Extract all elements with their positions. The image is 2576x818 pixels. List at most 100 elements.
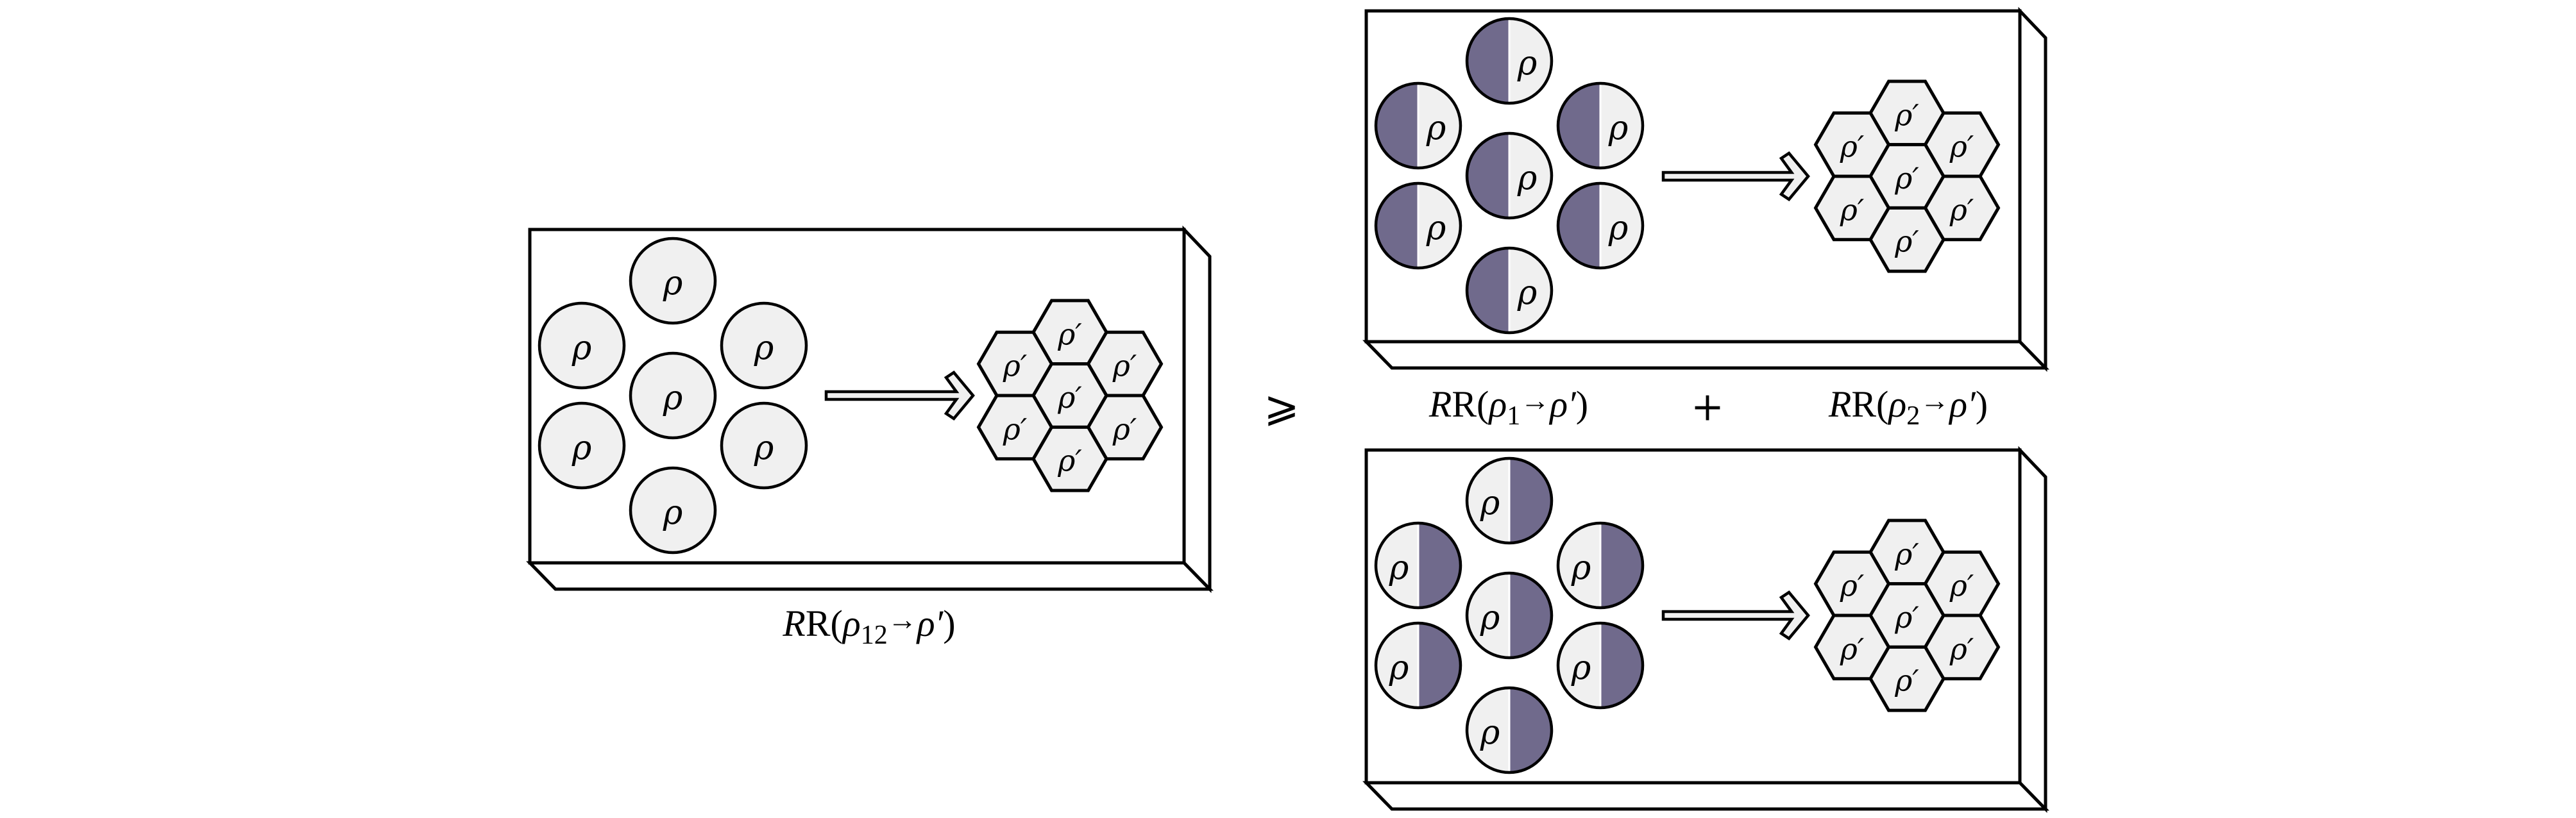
label-joint-subscript: 12	[861, 621, 888, 650]
particle-outline	[629, 237, 717, 325]
shaded-half-right	[1509, 573, 1552, 658]
shaded-half-left	[1376, 183, 1418, 268]
rho-prime-symbol: ρ′	[1894, 161, 1919, 196]
rho-symbol: ρ	[572, 329, 592, 367]
hex-cell: ρ′	[1813, 111, 1891, 178]
shaded-half-right	[1418, 523, 1461, 608]
geq-operator: ⩾	[1264, 382, 1299, 431]
particle-outline	[629, 351, 717, 440]
rho-prime-symbol: ρ′	[1057, 444, 1082, 478]
rho-prime-symbol: ρ′	[1894, 537, 1919, 571]
label-m1-R: R	[1428, 383, 1452, 425]
marginal-2-output-hexagons: ρ′ρ′ρ′ρ′ρ′ρ′ρ′	[1813, 519, 2001, 712]
rho-symbol: ρ	[1571, 549, 1591, 587]
hex-shape	[1031, 425, 1108, 492]
rho-prime-symbol: ρ′	[1057, 317, 1082, 351]
shaded-half-left	[1467, 133, 1509, 218]
particle-lower-right: ρ	[720, 401, 808, 490]
rho-symbol: ρ	[754, 329, 774, 367]
particle-upper-left: ρ	[1374, 81, 1462, 170]
label-joint-close: )	[943, 603, 955, 644]
rho-prime-symbol: ρ′	[1894, 224, 1919, 259]
hex-cell: ρ′	[1868, 79, 1945, 147]
particle-fill	[539, 303, 624, 388]
label-joint-open: R(	[806, 603, 843, 644]
rho-prime-symbol: ρ′	[1057, 380, 1082, 415]
rho-symbol: ρ	[1517, 274, 1538, 312]
rho-symbol: ρ	[1426, 209, 1446, 247]
label-joint-rho: ρ	[842, 603, 861, 644]
particle-center: ρ	[629, 351, 717, 440]
particle-bottom: ρ	[1465, 686, 1554, 774]
particle-outline	[1556, 521, 1645, 610]
particle-lower-left: ρ	[1374, 621, 1462, 710]
marginal-1-conversion-arrow-icon	[1661, 151, 1810, 201]
marginal-2-conversion-arrow-icon	[1661, 590, 1810, 640]
rho-symbol: ρ	[663, 264, 683, 303]
particle-outline	[1556, 621, 1645, 710]
shaded-half-right	[1509, 458, 1552, 543]
rho-symbol: ρ	[1608, 209, 1629, 247]
label-marginal-1: RR(ρ1→ρ′)	[1428, 383, 1588, 431]
marginal-1-box-side-face	[2018, 6, 2047, 372]
joint-box-bottom-face	[526, 561, 1214, 591]
label-m2-rho: ρ	[1887, 383, 1906, 425]
label-m2-arrow: →	[1920, 384, 1949, 417]
rho-prime-symbol: ρ′	[1003, 349, 1028, 383]
label-joint: RR(ρ12→ρ′)	[782, 603, 955, 650]
hex-cell: ρ′	[1868, 206, 1945, 273]
shaded-half-left	[1467, 19, 1509, 103]
label-m2-close: )	[1976, 383, 1988, 425]
hex-cell: ρ′	[1031, 425, 1108, 492]
shaded-half-right	[1418, 623, 1461, 708]
label-m2-open: R(	[1851, 383, 1888, 425]
rho-symbol: ρ	[754, 429, 774, 467]
rho-symbol: ρ	[1389, 649, 1409, 687]
particle-center: ρ	[1465, 131, 1554, 220]
hex-shape	[1868, 206, 1945, 273]
marginal-1-box-bottom-face	[1362, 340, 2049, 370]
particle-outline	[1556, 181, 1645, 270]
hex-cell: ρ′	[976, 330, 1054, 397]
rho-prime-symbol: ρ′	[1949, 129, 1974, 164]
particle-top: ρ	[629, 237, 717, 325]
label-m1-rho: ρ	[1487, 383, 1507, 425]
particle-lower-right: ρ	[1556, 181, 1645, 270]
rho-prime-symbol: ρ′	[1949, 631, 1974, 666]
rho-symbol: ρ	[1517, 159, 1538, 197]
shaded-half-right	[1600, 623, 1643, 708]
particle-fill	[722, 303, 806, 388]
rho-prime-symbol: ρ′	[1840, 569, 1865, 603]
particle-outline	[629, 466, 717, 555]
label-m2-R: R	[1828, 383, 1851, 425]
particle-outline	[1374, 181, 1462, 270]
rho-symbol: ρ	[1608, 109, 1629, 147]
joint-box-side-face	[1182, 225, 1212, 594]
label-m1-subscript: 1	[1507, 401, 1520, 431]
hex-cell: ρ′	[1868, 645, 1945, 712]
rho-prime-symbol: ρ′	[1894, 664, 1919, 698]
label-m2-subscript: 2	[1906, 401, 1920, 431]
rho-prime-symbol: ρ′	[1840, 631, 1865, 666]
label-joint-arrow: →	[888, 603, 917, 636]
hex-shape	[1868, 645, 1945, 712]
rho-prime-symbol: ρ′	[1112, 349, 1137, 383]
rho-prime-symbol: ρ′	[1840, 192, 1865, 227]
rho-prime-symbol: ρ′	[1949, 192, 1974, 227]
rho-prime-symbol: ρ′	[1894, 97, 1919, 132]
rho-prime-symbol: ρ′	[1003, 412, 1028, 446]
marginal-2-box-bottom-face	[1362, 781, 2049, 811]
particle-outline	[1465, 17, 1554, 105]
particle-fill	[631, 238, 715, 323]
label-m1-arrow: →	[1520, 384, 1550, 417]
particle-upper-left: ρ	[538, 301, 626, 390]
particle-outline	[1374, 621, 1462, 710]
rho-symbol: ρ	[1480, 714, 1500, 752]
particle-lower-left: ρ	[1374, 181, 1462, 270]
particle-outline	[1465, 131, 1554, 220]
shaded-half-right	[1509, 688, 1552, 772]
particle-outline	[1465, 571, 1554, 660]
